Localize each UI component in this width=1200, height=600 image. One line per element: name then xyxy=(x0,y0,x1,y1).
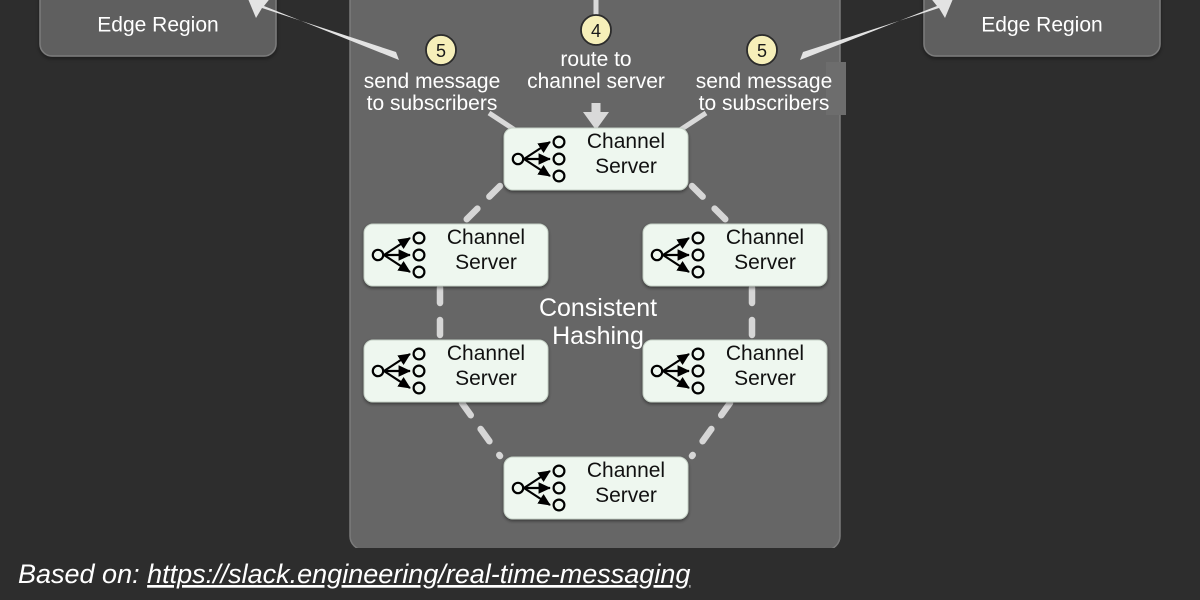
pubsub-fanout-icon xyxy=(511,464,566,512)
step-badge-circle xyxy=(425,34,457,66)
edge-region-arrows xyxy=(248,0,953,60)
pubsub-fanout-icon xyxy=(371,347,426,395)
arrow-to-right-edge-region xyxy=(800,0,953,60)
fanout-subscriber-node-2 xyxy=(691,364,705,378)
fanout-source-node xyxy=(650,248,664,262)
fanout-edge-1 xyxy=(523,470,551,489)
step-badge-number: 5 xyxy=(436,41,446,61)
caption-url-link[interactable]: https://slack.engineering/real-time-mess… xyxy=(147,559,690,589)
pubsub-fanout-icon xyxy=(650,231,705,279)
edge-region-right[interactable]: Edge Region xyxy=(923,0,1161,57)
fanout-subscriber-node-3 xyxy=(691,265,705,279)
fanout-edge-1 xyxy=(523,141,551,160)
fanout-subscriber-node-1 xyxy=(691,347,705,361)
fanout-edge-1 xyxy=(383,237,411,256)
fanout-subscriber-node-3 xyxy=(412,381,426,395)
consistent-hashing-ring xyxy=(436,182,756,460)
ring-segment-bottom-right xyxy=(688,399,734,460)
fanout-edge-1 xyxy=(662,353,690,372)
fanout-edge-3 xyxy=(523,158,551,177)
step-badge-number: 5 xyxy=(757,41,767,61)
fanout-subscriber-node-3 xyxy=(552,498,566,512)
ring-segment-top-left xyxy=(458,182,504,228)
ring-segment-bottom-left xyxy=(458,399,504,460)
step-4-arrow-head xyxy=(583,112,609,130)
ring-segment-top-right xyxy=(688,182,734,228)
fanout-source-node xyxy=(650,364,664,378)
fanout-edge-3 xyxy=(383,254,411,273)
fanout-subscriber-node-3 xyxy=(552,169,566,183)
step-badge-number: 4 xyxy=(591,21,601,41)
fanout-edge-3 xyxy=(523,487,551,506)
fanout-subscriber-node-1 xyxy=(691,231,705,245)
fanout-source-node xyxy=(371,248,385,262)
fanout-subscriber-node-1 xyxy=(412,347,426,361)
panel-right-tab xyxy=(826,62,846,115)
fanout-subscriber-node-3 xyxy=(412,265,426,279)
fanout-subscriber-node-2 xyxy=(412,364,426,378)
fanout-subscriber-node-2 xyxy=(412,248,426,262)
edge-region-right-box[interactable] xyxy=(923,0,1161,57)
edge-region-left[interactable]: Edge Region xyxy=(39,0,277,57)
caption-bar: Based on: https://slack.engineering/real… xyxy=(0,548,1200,600)
fanout-edge-3 xyxy=(662,254,690,273)
pubsub-fanout-icon xyxy=(511,135,566,183)
fanout-subscriber-node-2 xyxy=(552,481,566,495)
fanout-subscriber-node-1 xyxy=(552,464,566,478)
caption-background xyxy=(0,548,1200,600)
fanout-edge-3 xyxy=(662,370,690,389)
fanout-source-node xyxy=(511,152,525,166)
fanout-subscriber-node-1 xyxy=(552,135,566,149)
fanout-edge-1 xyxy=(662,237,690,256)
pubsub-fanout-icon xyxy=(650,347,705,395)
fanout-source-node xyxy=(511,481,525,495)
fanout-edge-3 xyxy=(383,370,411,389)
fanout-subscriber-node-2 xyxy=(552,152,566,166)
caption: Based on: https://slack.engineering/real… xyxy=(18,559,690,589)
step-badge-circle xyxy=(746,34,778,66)
fanout-subscriber-node-1 xyxy=(412,231,426,245)
fanout-source-node xyxy=(371,364,385,378)
caption-prefix: Based on: xyxy=(18,559,147,589)
fanout-subscriber-node-3 xyxy=(691,381,705,395)
step-badge-circle xyxy=(580,14,612,46)
arrow-to-left-edge-region xyxy=(248,0,399,60)
fanout-subscriber-node-2 xyxy=(691,248,705,262)
fanout-edge-1 xyxy=(383,353,411,372)
pubsub-fanout-icon xyxy=(371,231,426,279)
edge-region-left-box[interactable] xyxy=(39,0,277,57)
